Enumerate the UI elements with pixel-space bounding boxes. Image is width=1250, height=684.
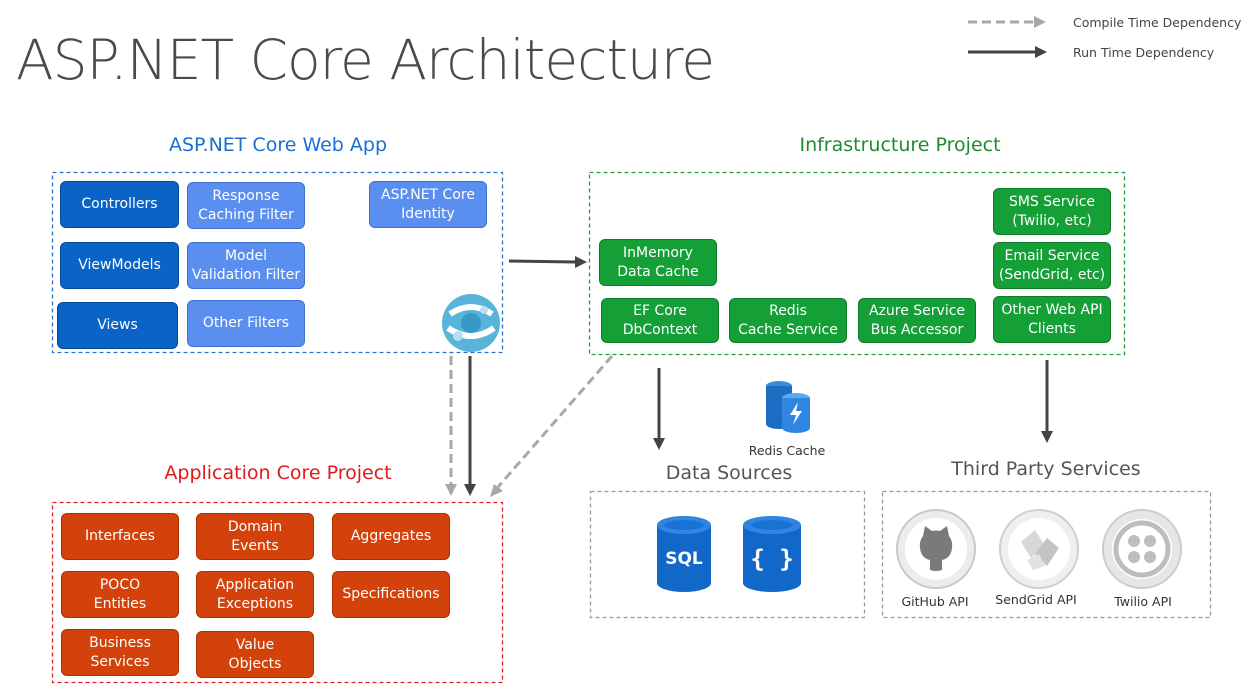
email-service-box[interactable]: Email Service (SendGrid, etc) <box>993 242 1111 289</box>
response-caching-filter-box[interactable]: Response Caching Filter <box>187 182 305 229</box>
github-caption: GitHub API <box>901 594 969 609</box>
nosql-label: { } <box>750 545 793 573</box>
app-exceptions-box[interactable]: Application Exceptions <box>196 571 314 618</box>
legend-compile-label: Compile Time Dependency <box>1073 15 1242 30</box>
redis-cache-icon <box>766 381 810 433</box>
redis-cache-service-box[interactable]: Redis Cache Service <box>729 298 847 343</box>
dashed-infra-to-core <box>496 355 614 488</box>
aggregates-box[interactable]: Aggregates <box>332 513 450 560</box>
sms-service-box[interactable]: SMS Service (Twilio, etc) <box>993 188 1111 235</box>
poco-entities-box[interactable]: POCO Entities <box>61 571 179 618</box>
redis-cache-caption: Redis Cache <box>748 443 826 458</box>
azure-service-bus-box[interactable]: Azure Service Bus Accessor <box>858 298 976 343</box>
twilio-caption: Twilio API <box>1114 594 1172 609</box>
sql-label: SQL <box>665 549 703 569</box>
github-icon <box>896 509 976 589</box>
interfaces-box[interactable]: Interfaces <box>61 513 179 560</box>
value-objects-box[interactable]: Value Objects <box>196 631 314 678</box>
business-services-box[interactable]: Business Services <box>61 629 179 676</box>
twilio-icon <box>1102 509 1182 589</box>
web-app-region <box>51 171 504 354</box>
arrow-webapp-to-infra <box>508 259 576 264</box>
nosql-database-icon: { } <box>743 516 801 592</box>
domain-events-box[interactable]: Domain Events <box>196 513 314 560</box>
other-web-api-box[interactable]: Other Web API Clients <box>993 296 1111 343</box>
core-title: Application Core Project <box>164 462 392 484</box>
web-app-title: ASP.NET Core Web App <box>168 134 388 156</box>
data-sources-region <box>589 490 866 619</box>
sql-database-icon: SQL <box>657 516 711 592</box>
views-box[interactable]: Views <box>57 302 178 349</box>
ef-core-box[interactable]: EF Core DbContext <box>601 298 719 343</box>
viewmodels-box[interactable]: ViewModels <box>60 242 179 289</box>
page-title: ASP.NET Core Architecture <box>16 28 715 92</box>
core-region <box>51 501 504 684</box>
identity-box[interactable]: ASP.NET Core Identity <box>369 181 487 228</box>
azure-app-service-icon <box>442 294 500 352</box>
infrastructure-region <box>588 171 1126 356</box>
third-party-title: Third Party Services <box>951 458 1141 480</box>
data-sources-title: Data Sources <box>665 462 793 484</box>
legend-runtime-label: Run Time Dependency <box>1073 45 1215 60</box>
infrastructure-title: Infrastructure Project <box>799 134 1001 156</box>
controllers-box[interactable]: Controllers <box>60 181 179 228</box>
inmemory-cache-box[interactable]: InMemory Data Cache <box>599 239 717 286</box>
sendgrid-caption: SendGrid API <box>995 592 1077 607</box>
other-filters-box[interactable]: Other Filters <box>187 300 305 347</box>
specifications-box[interactable]: Specifications <box>332 571 450 618</box>
third-party-region <box>881 490 1212 619</box>
model-validation-filter-box[interactable]: Model Validation Filter <box>187 242 305 289</box>
sendgrid-icon <box>999 509 1079 589</box>
